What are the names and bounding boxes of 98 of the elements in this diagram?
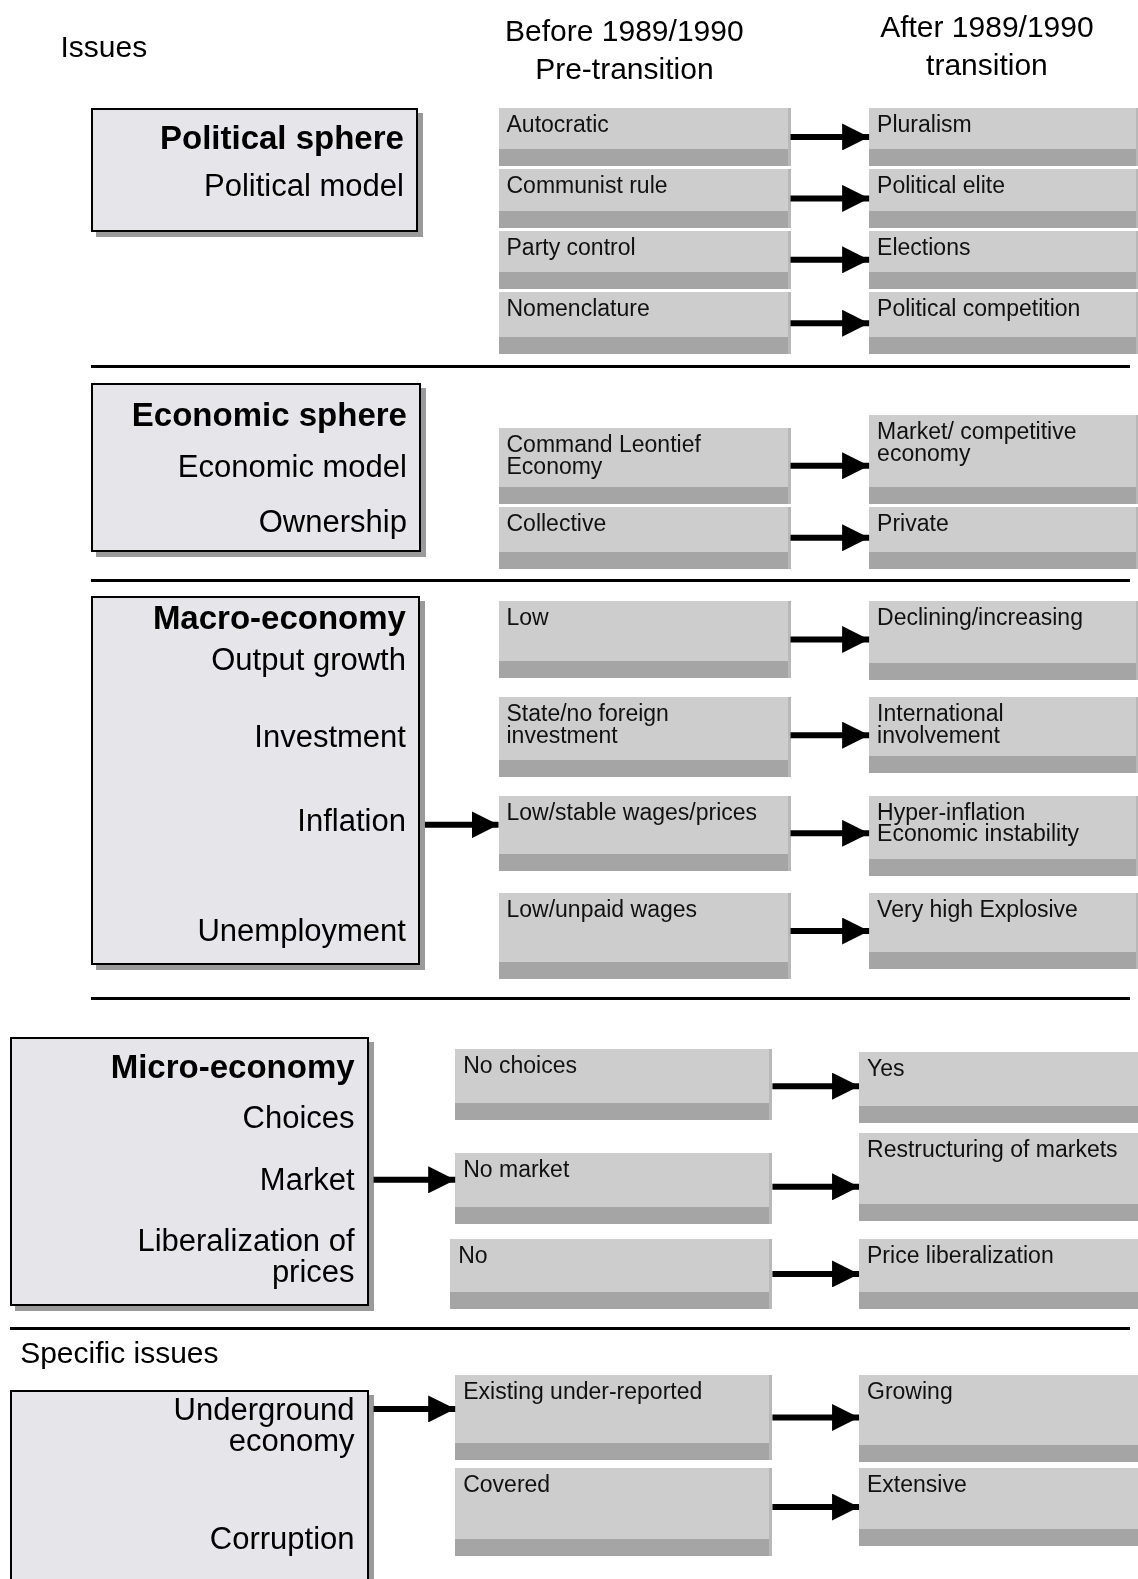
state-bar — [869, 414, 1136, 504]
state-bar — [455, 1374, 770, 1461]
state-bar — [869, 696, 1136, 774]
state-bar — [859, 1238, 1138, 1310]
issue-label: Ownership — [258, 505, 407, 537]
state-bar — [869, 107, 1136, 167]
state-text: Extensive — [866, 1470, 968, 1497]
state-text: No market — [462, 1155, 571, 1181]
state-text: State/no foreign investment — [505, 698, 670, 747]
column-heading: Specific issues — [20, 1335, 220, 1372]
sphere-heading: Micro-economy — [110, 1049, 355, 1086]
state-text: Hyper-inflation Economic instability — [876, 797, 1081, 846]
state-bar — [869, 292, 1136, 355]
state-text: Existing under-reported — [462, 1376, 704, 1403]
column-heading: Before 1989/1990 Pre-transition — [504, 13, 745, 87]
issue-label: Political model — [204, 170, 404, 202]
state-bar — [859, 1468, 1138, 1546]
state-bar — [498, 230, 788, 289]
issue-label: Choices — [242, 1101, 355, 1133]
column-heading: Issues — [60, 29, 149, 66]
state-bar — [455, 1468, 770, 1556]
state-text: Nomenclature — [505, 294, 651, 320]
sphere-heading: Political sphere — [160, 119, 404, 157]
sphere-heading: Macro-economy — [152, 600, 406, 637]
arrow — [772, 1072, 860, 1100]
state-text: Yes — [866, 1054, 906, 1081]
arrow — [373, 1395, 456, 1423]
state-text: Command Leontief Economy — [505, 430, 702, 478]
state-bar — [859, 1132, 1138, 1221]
arrow — [790, 721, 870, 749]
state-text: International involvement — [876, 698, 1005, 747]
arrow — [790, 524, 870, 552]
state-text: Market/ competitive economy — [876, 416, 1078, 465]
state-text: Party control — [505, 232, 637, 259]
issue-label: Unemployment — [197, 915, 406, 947]
state-text: Political elite — [876, 171, 1006, 198]
column-heading: After 1989/1990 transition — [879, 9, 1095, 83]
state-bar — [869, 601, 1136, 680]
state-bar — [455, 1049, 770, 1120]
arrow — [772, 1173, 860, 1201]
arrow — [790, 309, 870, 337]
arrow — [790, 819, 870, 847]
state-text: Restructuring of markets — [866, 1134, 1119, 1161]
state-bar — [450, 1238, 770, 1310]
arrow — [772, 1403, 860, 1431]
state-text: Political competition — [876, 294, 1082, 320]
issue-label: Inflation — [297, 804, 406, 836]
state-bar — [498, 107, 788, 167]
state-bar — [455, 1153, 770, 1224]
state-bar — [498, 893, 788, 979]
arrow — [790, 452, 870, 480]
sphere-heading: Economic sphere — [131, 396, 407, 434]
state-bar — [498, 696, 788, 778]
arrow — [790, 184, 870, 212]
issue-label: Corruption — [209, 1522, 355, 1554]
state-bar — [869, 893, 1136, 969]
arrow — [373, 1166, 456, 1194]
state-bar — [498, 169, 788, 228]
state-bar — [859, 1052, 1138, 1123]
state-text: Private — [876, 508, 950, 535]
state-bar — [498, 795, 788, 872]
arrow — [790, 917, 870, 945]
arrow — [790, 123, 870, 151]
issue-label: Economic model — [177, 451, 407, 483]
state-bar — [859, 1374, 1138, 1463]
state-text: Very high Explosive — [876, 895, 1079, 922]
state-text: No — [457, 1240, 489, 1267]
arrow — [772, 1493, 860, 1521]
state-text: Collective — [505, 508, 608, 535]
state-text: Growing — [866, 1376, 954, 1403]
issue-label: Investment — [254, 721, 406, 753]
state-bar — [869, 169, 1136, 228]
state-bar — [869, 230, 1136, 289]
state-text: Elections — [876, 232, 972, 259]
issue-label: Output growth — [211, 643, 406, 675]
state-text: Communist rule — [505, 171, 669, 198]
arrow — [790, 246, 870, 274]
state-text: Price liberalization — [866, 1240, 1055, 1267]
arrow — [772, 1260, 860, 1288]
issue-label: Underground economy — [172, 1393, 355, 1456]
state-bar — [869, 795, 1136, 877]
state-bar — [869, 506, 1136, 569]
state-text: Autocratic — [505, 109, 610, 136]
issue-label: Liberalization of prices — [136, 1224, 355, 1287]
state-bar — [498, 601, 788, 678]
state-text: No choices — [462, 1051, 578, 1078]
arrow — [790, 626, 870, 653]
state-text: Low — [505, 603, 550, 630]
issue-label: Market — [259, 1164, 355, 1196]
state-bar — [498, 506, 788, 569]
arrow — [424, 811, 499, 839]
state-text: Pluralism — [876, 109, 973, 136]
state-text: Low/unpaid wages — [505, 895, 699, 922]
state-text: Low/stable wages/prices — [505, 797, 759, 824]
state-text: Declining/increasing — [876, 603, 1084, 630]
state-bar — [498, 428, 788, 504]
state-text: Covered — [462, 1470, 552, 1497]
state-bar — [498, 292, 788, 355]
